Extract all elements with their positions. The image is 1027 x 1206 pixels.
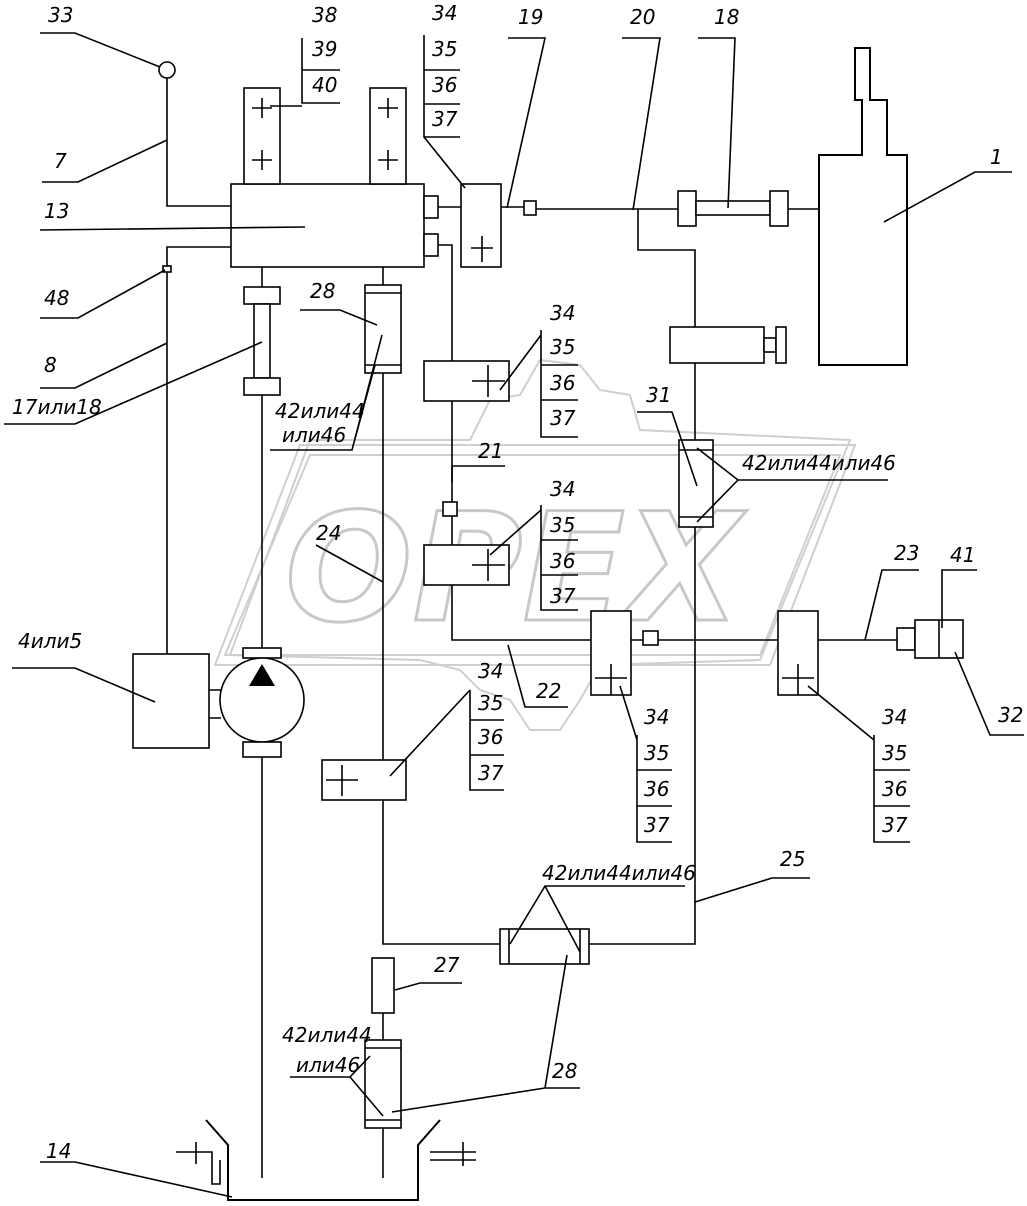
label-42-44-d2: или46 — [296, 1053, 360, 1077]
port-lower — [423, 233, 439, 257]
valve-block-e — [321, 759, 407, 801]
label-40: 40 — [312, 73, 337, 97]
reservoir-14 — [205, 1119, 441, 1201]
filter-27 — [371, 957, 395, 1014]
label-34-e: 34 — [478, 659, 503, 683]
label-37-d: 37 — [882, 813, 908, 837]
watermark-text: OPEX — [285, 482, 747, 656]
label-36-a: 36 — [550, 371, 575, 395]
label-34-top: 34 — [432, 1, 457, 25]
hose-17-end-top — [243, 286, 281, 305]
label-14: 14 — [46, 1139, 71, 1163]
label-8: 8 — [44, 353, 57, 377]
label-34-d: 34 — [882, 705, 907, 729]
fitting-21 — [442, 501, 458, 517]
label-35-b: 35 — [550, 513, 575, 537]
label-34-b: 34 — [550, 477, 575, 501]
label-37-e: 37 — [478, 761, 504, 785]
label-36-e: 36 — [478, 725, 503, 749]
label-35-top: 35 — [432, 37, 457, 61]
plug-48 — [162, 265, 172, 273]
labels: 33 7 13 48 8 17или18 38 39 40 34 35 36 3… — [12, 1, 1023, 1163]
label-31: 31 — [646, 383, 671, 407]
gauge-33 — [158, 61, 176, 79]
label-33: 33 — [48, 3, 73, 27]
label-37-a: 37 — [550, 406, 576, 430]
label-42-44-46-c: 42или44или46 — [542, 861, 696, 885]
label-18: 18 — [714, 5, 739, 29]
label-35-d: 35 — [882, 741, 907, 765]
watermark-frame — [213, 444, 857, 666]
watermark-frame-inner — [223, 454, 842, 656]
label-37-top: 37 — [432, 107, 458, 131]
label-36-c: 36 — [644, 777, 669, 801]
label-42-44-46-b: 42или44или46 — [742, 451, 896, 475]
filter-cap — [775, 326, 787, 364]
valve-28-upper — [364, 284, 402, 374]
label-4-5: 4или5 — [18, 629, 82, 653]
leaders — [4, 32, 1024, 1198]
pump-top-flange — [242, 647, 282, 659]
label-13: 13 — [44, 199, 69, 223]
label-28-lower: 28 — [552, 1059, 577, 1083]
label-35-e: 35 — [478, 691, 503, 715]
valve-25 — [499, 928, 590, 965]
label-37-c: 37 — [644, 813, 670, 837]
label-21: 21 — [478, 439, 503, 463]
label-20: 20 — [630, 5, 655, 29]
cylinder-41-rod — [896, 627, 916, 651]
label-24: 24 — [316, 521, 341, 545]
valve-28-lower — [364, 1039, 402, 1129]
label-41: 41 — [950, 543, 975, 567]
label-32: 32 — [998, 703, 1023, 727]
label-7: 7 — [54, 149, 67, 173]
main-block-13 — [230, 183, 425, 268]
fitting-23 — [642, 630, 659, 646]
pump-arrow-icon — [249, 664, 275, 686]
filter-31-housing — [669, 326, 765, 364]
pump-bottom-flange — [242, 741, 282, 758]
hose-17-end-bottom — [243, 377, 281, 396]
label-22: 22 — [536, 679, 561, 703]
hose-18-end-right — [769, 190, 789, 227]
label-42-44-a1: 42или44 — [275, 399, 365, 423]
filter-stem — [763, 337, 777, 353]
fitting-19 — [523, 200, 537, 216]
label-36-top: 36 — [432, 73, 457, 97]
label-36-d: 36 — [882, 777, 907, 801]
label-35-c: 35 — [644, 741, 669, 765]
label-23: 23 — [894, 541, 919, 565]
block-19 — [460, 183, 502, 268]
label-34-a: 34 — [550, 301, 575, 325]
label-28-upper: 28 — [310, 279, 335, 303]
hose-18-end-left — [677, 190, 697, 227]
label-17-18: 17или18 — [12, 395, 102, 419]
label-36-b: 36 — [550, 549, 575, 573]
hose-17 — [253, 303, 271, 379]
label-42-44-d1: 42или44 — [282, 1023, 372, 1047]
label-42-44-a2: или46 — [282, 423, 346, 447]
motor-4-5 — [132, 653, 210, 749]
label-38: 38 — [312, 3, 337, 27]
hose-18 — [695, 200, 771, 216]
label-34-c: 34 — [644, 705, 669, 729]
label-19: 19 — [518, 5, 543, 29]
label-39: 39 — [312, 37, 337, 61]
label-37-b: 37 — [550, 584, 576, 608]
label-25: 25 — [780, 847, 805, 871]
tank-1 — [818, 47, 908, 366]
label-27: 27 — [434, 953, 460, 977]
label-1: 1 — [990, 145, 1003, 169]
label-35-a: 35 — [550, 335, 575, 359]
port-upper — [423, 195, 439, 219]
label-48: 48 — [44, 286, 69, 310]
